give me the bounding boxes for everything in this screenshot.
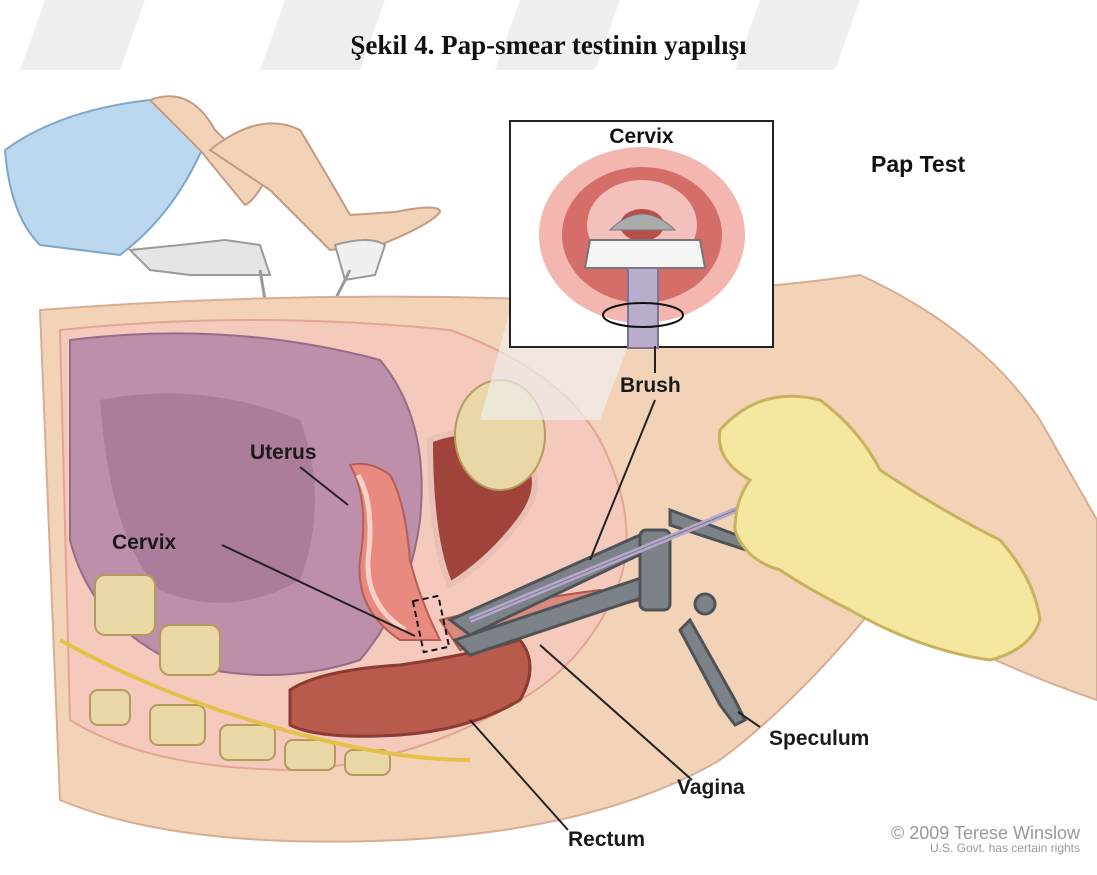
- label-uterus: Uterus: [250, 441, 317, 465]
- label-speculum: Speculum: [769, 727, 869, 751]
- inset-title: Cervix: [510, 125, 773, 149]
- copyright-notice: © 2009 Terese Winslow U.S. Govt. has cer…: [860, 824, 1080, 854]
- copyright-line-1: © 2009 Terese Winslow: [860, 824, 1080, 842]
- figure-title: Pap Test: [871, 151, 965, 178]
- label-vagina: Vagina: [677, 776, 745, 800]
- label-cervix: Cervix: [112, 531, 176, 555]
- label-rectum: Rectum: [568, 828, 645, 852]
- copyright-line-2: U.S. Govt. has certain rights: [860, 842, 1080, 854]
- label-brush: Brush: [620, 374, 681, 398]
